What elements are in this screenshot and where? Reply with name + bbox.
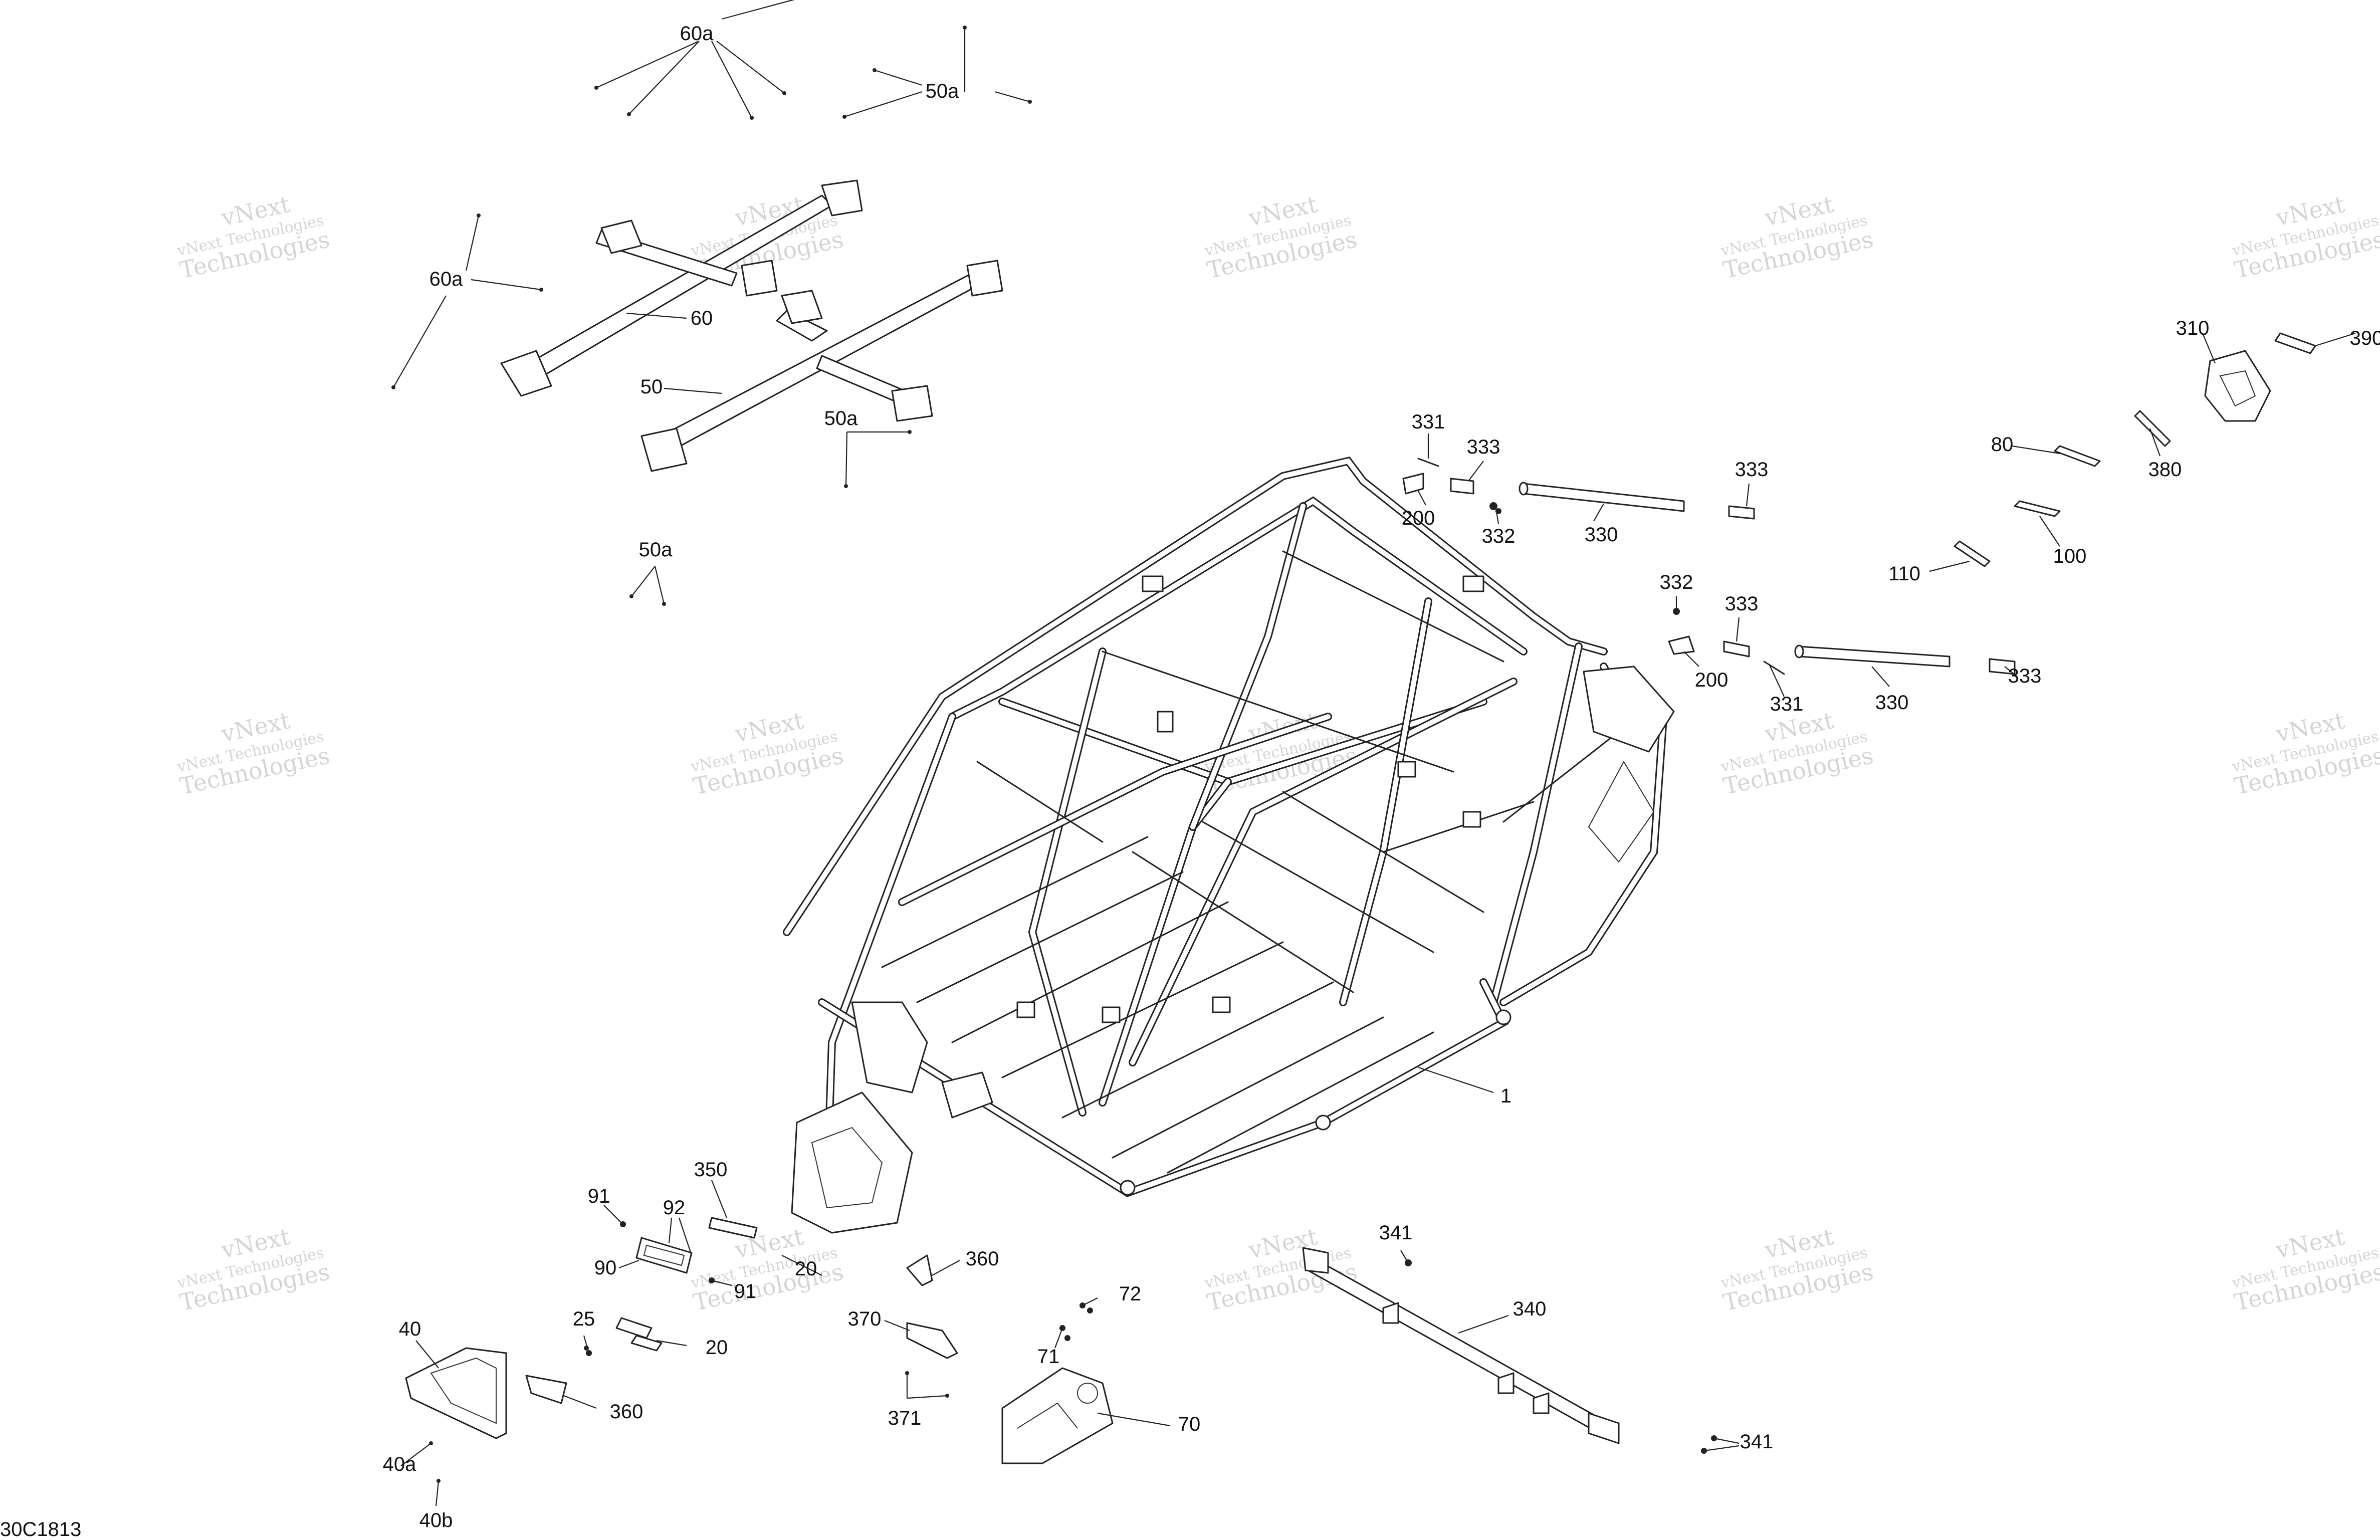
front-plate-90 [635, 1237, 693, 1274]
callout-20: 20 [706, 1337, 728, 1359]
bracket-70 [1001, 1367, 1114, 1464]
callout-333: 333 [1735, 459, 1769, 481]
callout-70: 70 [1178, 1413, 1201, 1435]
callout-200: 200 [1695, 669, 1728, 691]
callout-333: 333 [1467, 436, 1500, 458]
callout-333: 333 [1725, 593, 1759, 615]
callout-50: 50 [640, 376, 663, 398]
rear-links [1954, 332, 2316, 567]
crossbar-340 [1302, 1247, 1620, 1444]
callout-330: 330 [1875, 692, 1909, 714]
callout-92: 92 [663, 1197, 686, 1219]
callout-60a: 60a [680, 23, 714, 45]
callout-72: 72 [1119, 1283, 1142, 1305]
callout-340: 340 [1513, 1298, 1547, 1320]
bracket-360-lower [525, 1375, 567, 1404]
callout-360: 360 [610, 1401, 643, 1423]
tube-330-lower [1794, 644, 1951, 668]
callout-20: 20 [795, 1258, 817, 1280]
callout-50a: 50a [824, 407, 858, 429]
callout-390: 390 [2350, 327, 2380, 349]
callout-330: 330 [1585, 524, 1618, 546]
fittings-lower [1668, 608, 2016, 675]
leader-lines [393, 0, 2356, 1506]
callout-60: 60 [691, 307, 713, 329]
roof-bar-60 [500, 179, 863, 397]
callout-331: 331 [1412, 411, 1445, 433]
bracket-20 [615, 1317, 663, 1352]
callout-25: 25 [573, 1308, 595, 1330]
callout-371: 371 [888, 1407, 922, 1429]
callout-370: 370 [848, 1308, 882, 1330]
callout-40: 40 [399, 1318, 421, 1340]
bracket-360-upper [906, 1254, 933, 1286]
tube-330-upper [1519, 482, 1685, 512]
callout-310: 310 [2176, 317, 2210, 339]
callout-90: 90 [594, 1257, 617, 1279]
callout-331: 331 [1770, 693, 1804, 715]
callout-80: 80 [1991, 433, 2014, 456]
callout-labels: 60a 50a 60a 60 50 50a 50a 331 333 200 332 330 333 332… [383, 23, 2380, 1531]
fittings-upper [1402, 458, 1755, 520]
bracket-40 [405, 1347, 507, 1439]
callout-40b: 40b [419, 1509, 453, 1531]
callout-332: 332 [1482, 525, 1516, 547]
bracket-370 [906, 1322, 958, 1359]
main-frame-cage [783, 457, 1675, 1234]
callout-380: 380 [2148, 459, 2182, 481]
callout-50a: 50a [639, 539, 673, 561]
callout-40a: 40a [383, 1453, 416, 1475]
callout-341: 341 [1379, 1222, 1413, 1244]
callout-110: 110 [1888, 563, 1920, 585]
bracket-350 [708, 1217, 758, 1239]
roof-bar-50 [640, 260, 1003, 472]
callout-350: 350 [694, 1159, 728, 1181]
diagram-reference-code: 30C1813 [0, 1518, 81, 1540]
callout-333: 333 [2008, 665, 2042, 687]
callout-71: 71 [1037, 1346, 1060, 1368]
callout-360: 360 [966, 1248, 999, 1270]
callout-1: 1 [1500, 1085, 1511, 1107]
callout-100: 100 [2053, 545, 2087, 567]
callout-332: 332 [1660, 571, 1693, 593]
callout-50a: 50a [926, 80, 959, 102]
leader-dots [391, 26, 1717, 1483]
callout-91: 91 [734, 1280, 757, 1302]
callout-341: 341 [1740, 1431, 1774, 1453]
callout-60a: 60a [429, 268, 463, 290]
callout-91: 91 [588, 1185, 610, 1207]
callout-200: 200 [1402, 507, 1435, 529]
